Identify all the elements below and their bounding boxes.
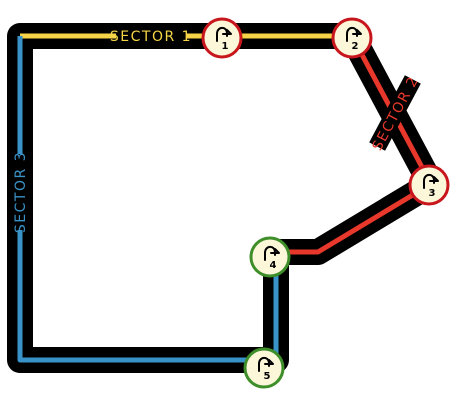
corner-3-marker[interactable]: 3: [408, 164, 450, 206]
corner-4-marker[interactable]: 4: [249, 236, 291, 278]
sector-2-label-bg: [369, 75, 421, 151]
sector-3-label: SECTOR 3: [13, 151, 29, 233]
sector-3-line: [17, 36, 279, 363]
sector-1-label: SECTOR 1: [110, 29, 192, 45]
sector-3-label-bg: [11, 154, 29, 230]
corner-4-number: 4: [270, 260, 277, 271]
corner-5-marker[interactable]: 5: [243, 347, 285, 389]
track-outline: [7, 23, 444, 373]
corner-1-marker[interactable]: 1: [201, 17, 243, 59]
corner-2-number: 2: [352, 41, 359, 52]
corner-1-number: 1: [222, 41, 229, 52]
sector-1-label-bg: [116, 27, 186, 45]
corner-5-number: 5: [264, 371, 271, 382]
corner-2-marker[interactable]: 2: [331, 17, 373, 59]
corner-3-number: 3: [429, 188, 436, 199]
